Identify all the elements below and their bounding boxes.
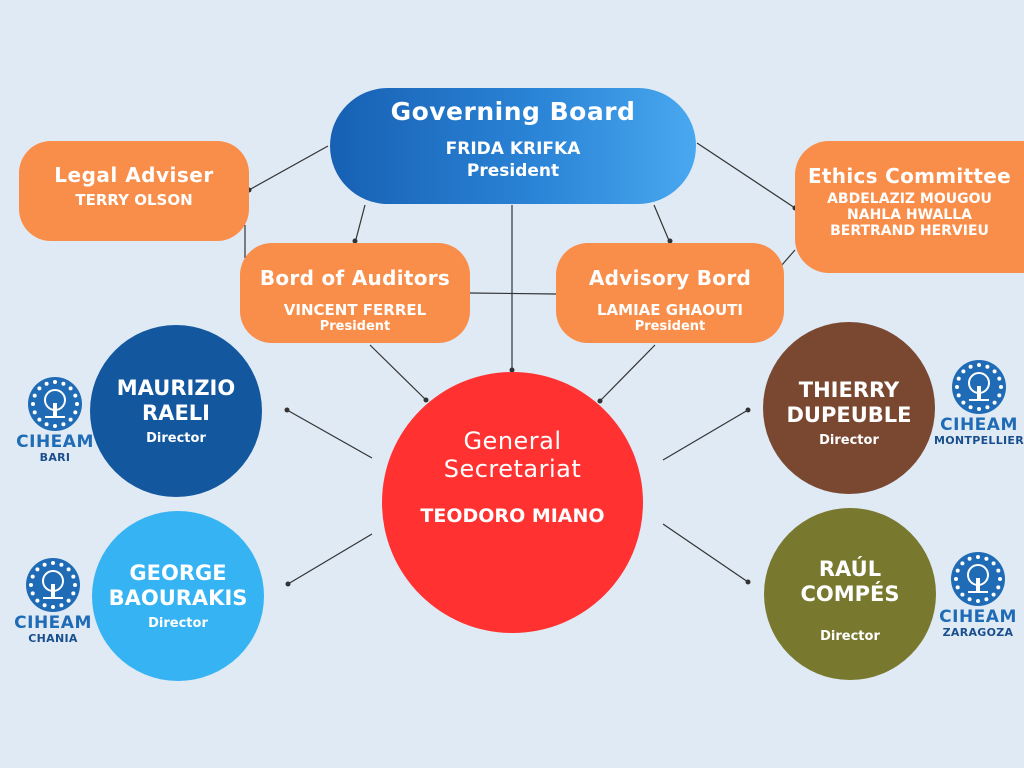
governing-board-box: Governing Board FRIDA KRIFKA President: [330, 88, 696, 204]
ethics-member: NAHLA HWALLA: [847, 207, 972, 223]
director-bari-circle: MAURIZIO RAELI Director: [90, 325, 262, 497]
logo-institute: CIHEAM: [939, 607, 1017, 627]
director-role: Director: [148, 616, 208, 631]
ethics-member: BERTRAND HERVIEU: [830, 223, 989, 239]
advisory-board-role: President: [634, 319, 706, 334]
legal-adviser-title: Legal Adviser: [54, 163, 214, 187]
legal-adviser-name: TERRY OLSON: [75, 191, 193, 209]
logo-city: ZARAGOZA: [942, 626, 1014, 639]
logo-institute: CIHEAM: [16, 432, 94, 452]
advisory-board-box: Advisory Bord LAMIAE GHAOUTI President: [556, 243, 784, 343]
logo-city: MONTPELLIER: [934, 434, 1024, 447]
director-chania-circle: GEORGE BAOURAKIS Director: [92, 511, 264, 681]
ciheam-zaragoza-logo: CIHEAM ZARAGOZA: [937, 550, 1019, 639]
director-name-line1: THIERRY: [798, 378, 900, 402]
ciheam-bari-logo: CIHEAM BARI: [15, 375, 95, 464]
director-zaragoza-circle: RAÚL COMPÉS Director: [764, 508, 936, 680]
board-of-auditors-title: Bord of Auditors: [259, 266, 451, 290]
general-secretariat-title-line1: General: [463, 427, 562, 455]
director-name-line1: MAURIZIO: [116, 376, 236, 400]
general-secretariat-name: TEODORO MIANO: [420, 505, 605, 527]
ciheam-chania-logo: CIHEAM CHANIA: [13, 556, 93, 645]
director-role: Director: [820, 629, 880, 644]
ciheam-tree-stars-logo-icon: [28, 377, 82, 431]
governing-board-role: President: [466, 161, 560, 181]
legal-adviser-box: Legal Adviser TERRY OLSON: [19, 141, 249, 241]
board-of-auditors-role: President: [319, 319, 391, 334]
director-name-line1: RAÚL: [818, 557, 882, 581]
logo-city: CHANIA: [28, 632, 78, 645]
general-secretariat-title-line2: Secretariat: [443, 455, 582, 483]
general-secretariat-circle: General Secretariat TEODORO MIANO: [382, 372, 643, 633]
logo-institute: CIHEAM: [940, 415, 1018, 435]
logo-city: BARI: [39, 451, 71, 464]
board-of-auditors-president-name: VINCENT FERREL: [283, 301, 427, 319]
director-name-line2: COMPÉS: [800, 582, 900, 606]
governing-board-president-name: FRIDA KRIFKA: [445, 139, 581, 159]
director-name-line1: GEORGE: [129, 561, 227, 585]
ciheam-tree-stars-logo-icon: [952, 360, 1006, 414]
director-name-line2: BAOURAKIS: [108, 586, 248, 610]
director-name-line2: RAELI: [142, 401, 210, 425]
ciheam-montpellier-logo: CIHEAM MONTPELLIER: [934, 358, 1024, 447]
board-of-auditors-box: Bord of Auditors VINCENT FERREL Presiden…: [240, 243, 470, 343]
advisory-board-president-name: LAMIAE GHAOUTI: [597, 301, 743, 319]
director-role: Director: [819, 433, 879, 448]
ethics-committee-box: Ethics Committee ABDELAZIZ MOUGOU NAHLA …: [795, 141, 1024, 273]
director-role: Director: [146, 431, 206, 446]
governing-board-title: Governing Board: [390, 97, 636, 126]
director-montpellier-circle: THIERRY DUPEUBLE Director: [763, 322, 935, 494]
ethics-committee-title: Ethics Committee: [807, 164, 1012, 188]
ciheam-tree-stars-logo-icon: [26, 558, 80, 612]
director-name-line2: DUPEUBLE: [786, 403, 912, 427]
ciheam-tree-stars-logo-icon: [951, 552, 1005, 606]
advisory-board-title: Advisory Bord: [588, 266, 752, 290]
logo-institute: CIHEAM: [14, 613, 92, 633]
ethics-member: ABDELAZIZ MOUGOU: [827, 191, 992, 207]
